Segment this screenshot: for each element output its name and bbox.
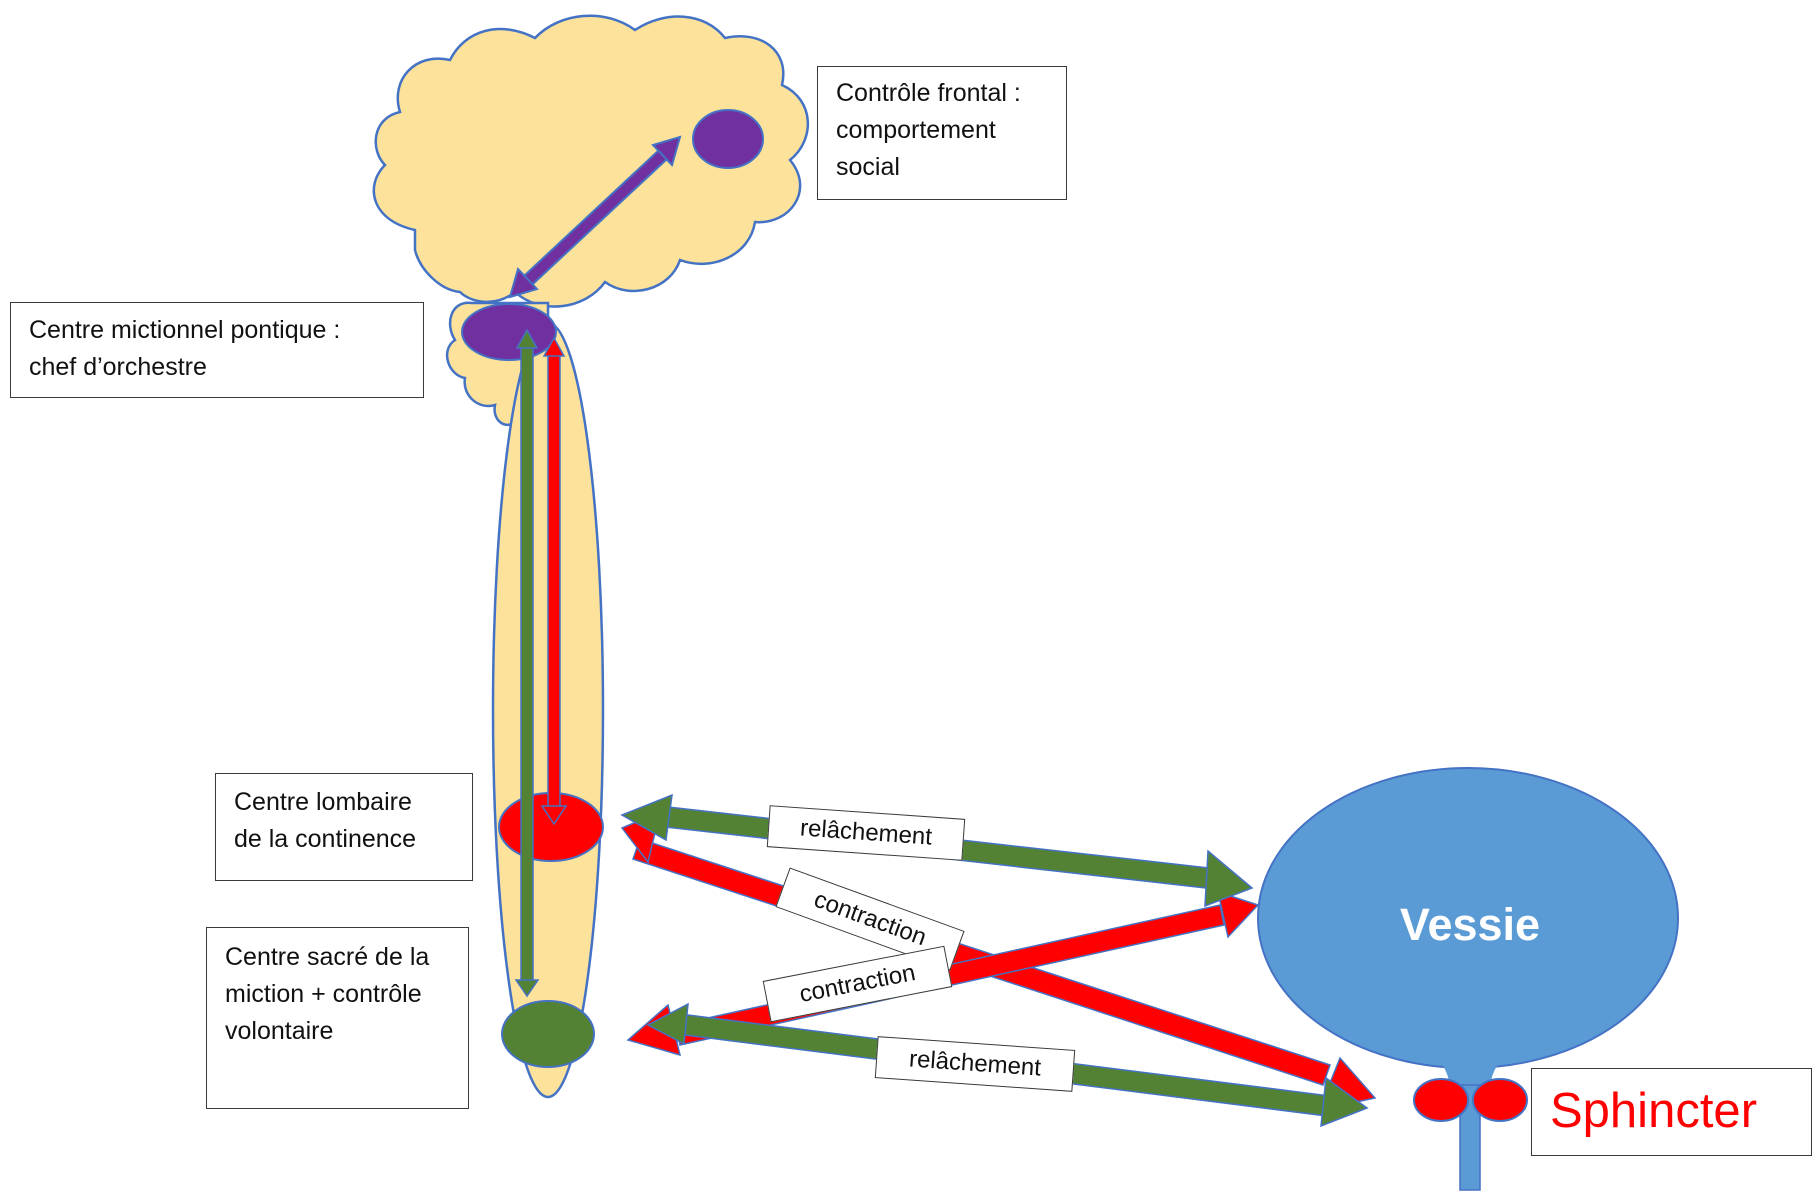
sacral-line-3: volontaire <box>225 1017 334 1045</box>
sphincter-box: Sphincter <box>1531 1068 1812 1156</box>
frontal-center <box>692 109 764 169</box>
frontal-control-box: Contrôle frontal : comportement social <box>817 66 1067 200</box>
arrow-pontine-lumbar <box>540 336 568 826</box>
sacral-center-box: Centre sacré de la miction + contrôle vo… <box>206 927 469 1109</box>
pontine-line-2: chef d’orchestre <box>29 353 207 381</box>
bladder-label: Vessie <box>1399 899 1541 950</box>
lumbar-line-2: de la continence <box>234 825 417 853</box>
sphincter-left <box>1413 1078 1469 1122</box>
sacral-line-2: miction + contrôle <box>225 980 422 1008</box>
sacral-center <box>501 1000 595 1068</box>
frontal-line-2: comportement <box>836 116 996 144</box>
frontal-line-1: Contrôle frontal : <box>836 79 1021 107</box>
pontine-center <box>461 303 557 361</box>
sphincter-right <box>1472 1078 1528 1122</box>
arrow-pontine-sacral <box>514 328 540 998</box>
pontine-line-1: Centre mictionnel pontique : <box>29 316 341 344</box>
lumbar-center-box: Centre lombaire de la continence <box>215 773 473 881</box>
frontal-line-3: social <box>836 153 900 181</box>
lumbar-line-1: Centre lombaire <box>234 788 412 816</box>
arrow-frontal-pontine <box>508 135 682 299</box>
sphincter-label: Sphincter <box>1550 1084 1758 1138</box>
brain-shape <box>372 14 810 308</box>
pontine-center-box: Centre mictionnel pontique : chef d’orch… <box>10 302 424 398</box>
sacral-line-1: Centre sacré de la <box>225 943 430 971</box>
